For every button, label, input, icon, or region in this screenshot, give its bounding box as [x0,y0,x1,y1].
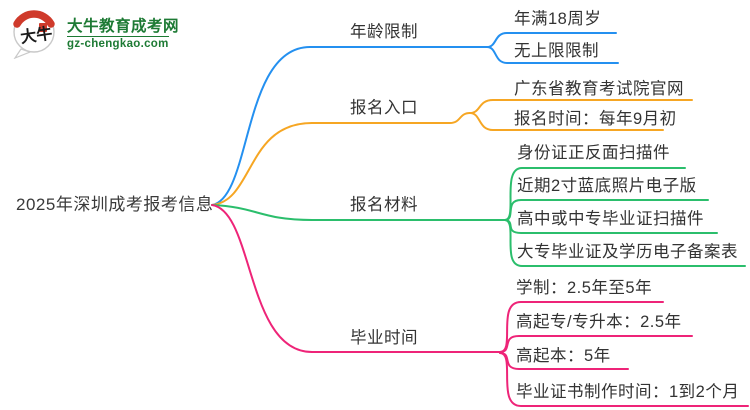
node-no-upper-limit: 无上限限制 [514,42,599,60]
node-college-diploma-record: 大专毕业证及学历电子备案表 [517,243,738,261]
node-study-duration: 学制：2.5年至5年 [516,279,653,297]
node-certificate-production-time: 毕业证书制作时间：1到2个月 [516,383,740,401]
node-registration-time: 报名时间：每年9月初 [514,110,677,128]
site-logo: 大牛 大牛教育成考网 gz-chengkao.com [10,9,179,59]
node-gd-education-exam-site: 广东省教育考试院官网 [514,80,684,98]
branch-application-materials: 报名材料 [350,196,418,214]
branch-registration-portal-lines [211,99,693,206]
node-min-age-18: 年满18周岁 [514,10,602,28]
branch-graduation-time: 毕业时间 [350,329,418,347]
logo-icon-chars: 大牛 [19,24,53,47]
node-photo-blue-2inch: 近期2寸蓝底照片电子版 [517,177,697,195]
logo-domain-text: gz-chengkao.com [67,38,169,50]
logo-divider [67,36,169,37]
logo-brand-text: 大牛教育成考网 [67,18,180,35]
logo-text-block: 大牛教育成考网 gz-chengkao.com [67,9,179,50]
branch-age-limit: 年龄限制 [350,23,418,41]
node-id-card-scan: 身份证正反面扫描件 [517,144,670,162]
node-gaoqiben-duration: 高起本：5年 [516,347,611,365]
node-root-title: 2025年深圳成考报考信息 [16,195,214,214]
logo-bubble-icon: 大牛 [13,10,55,59]
branch-registration-portal: 报名入口 [350,99,418,117]
node-gaoqizhuan-duration: 高起专/专升本：2.5年 [516,313,682,331]
branch-age-limit-lines [211,32,619,206]
node-highschool-diploma-scan: 高中或中专毕业证扫描件 [517,210,704,228]
branch-graduation-time-lines [211,204,749,407]
branch-application-materials-lines [211,167,746,267]
